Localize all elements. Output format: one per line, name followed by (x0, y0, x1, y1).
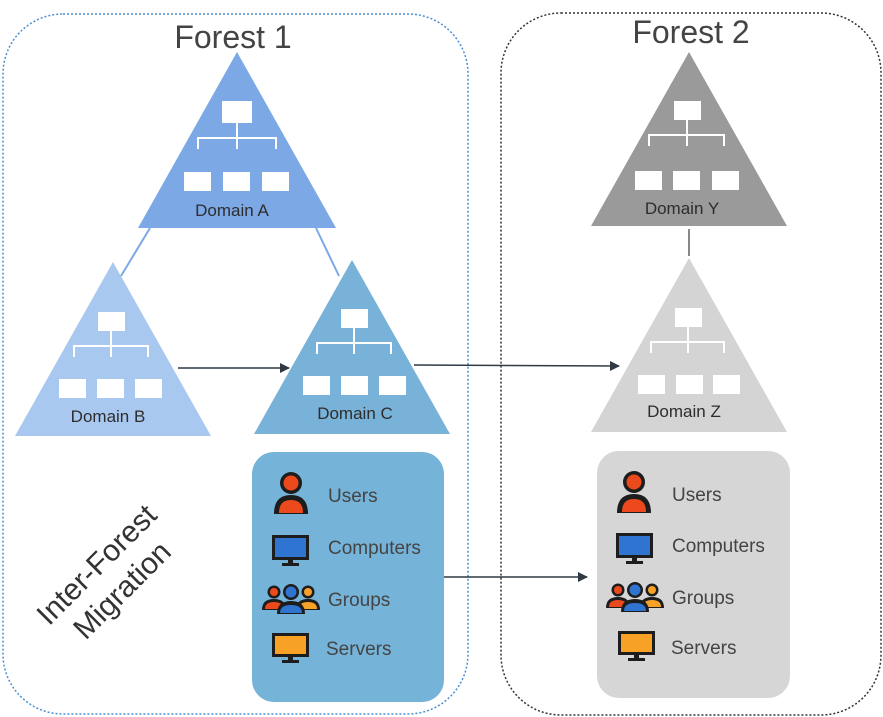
target-groups-label: Groups (672, 588, 734, 609)
domain-a-node: Domain A (138, 52, 336, 228)
domain-y-label: Domain Y (645, 199, 719, 218)
forest-1-title: Forest 1 (174, 19, 291, 55)
domain-y-node: Domain Y (591, 52, 787, 226)
domain-b-label: Domain B (71, 407, 146, 426)
forest-2-container (500, 12, 882, 716)
source-objects-panel: Users Computers Groups (252, 452, 444, 702)
target-objects-panel: Users Computers Groups (597, 451, 790, 698)
source-servers-label: Servers (326, 639, 391, 660)
trust-line-a-b (120, 227, 151, 277)
domain-a-label: Domain A (195, 201, 269, 220)
user-icon (274, 472, 308, 514)
arrow-domain-c-to-z (413, 360, 620, 371)
source-groups-label: Groups (328, 590, 390, 611)
computer-icon (616, 533, 653, 564)
trust-line-a-c (315, 227, 340, 277)
group-icon (262, 584, 320, 614)
server-icon (618, 631, 655, 661)
computer-icon (272, 535, 309, 566)
user-icon (617, 471, 651, 513)
migration-label: Inter-Forest Migration (31, 498, 178, 646)
forest-2-title: Forest 2 (632, 14, 749, 50)
target-users-label: Users (672, 485, 722, 506)
domain-z-label: Domain Z (647, 402, 721, 421)
forest-1-container (2, 13, 469, 715)
domain-c-label: Domain C (317, 404, 393, 423)
target-servers-label: Servers (671, 638, 736, 659)
source-computers-label: Computers (328, 538, 421, 559)
source-users-label: Users (328, 486, 378, 507)
group-icon (606, 582, 664, 612)
domain-c-node: Domain C (254, 260, 450, 434)
domain-z-node: Domain Z (591, 258, 787, 432)
server-icon (272, 633, 309, 663)
target-computers-label: Computers (672, 536, 765, 557)
domain-b-node: Domain B (15, 262, 211, 436)
